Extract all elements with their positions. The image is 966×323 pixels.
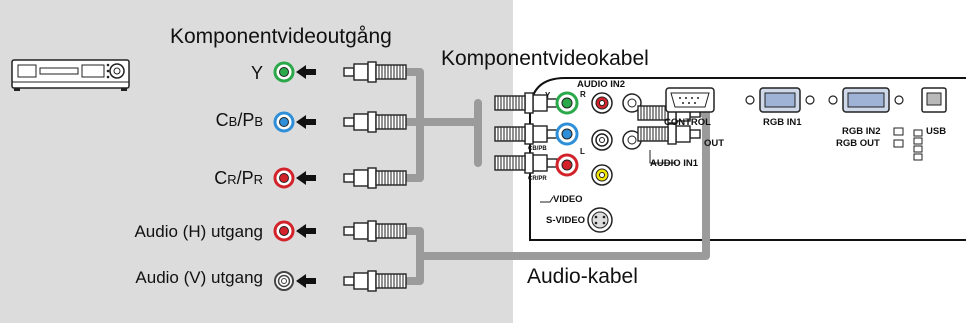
component-cable-label: Komponentvideokabel	[441, 47, 649, 70]
rgb-in2-label: RGB IN2	[842, 126, 881, 137]
s-video-label: S-VIDEO	[546, 215, 586, 226]
dvd-player-icon	[11, 59, 130, 91]
audio-in1-label: AUDIO IN1	[650, 158, 699, 169]
projector-component-plugs	[494, 92, 558, 174]
output-cb-pb-label: CB/PB	[215, 110, 263, 130]
component-cable-line	[402, 68, 482, 182]
projector-component-jacks	[555, 91, 579, 177]
usb-port	[913, 87, 947, 161]
rgb-in2-port	[828, 87, 904, 148]
audio-in2-label: AUDIO IN2	[577, 79, 626, 90]
jack-cr-pr-label: CR/PR	[528, 176, 547, 182]
output-cr-pr-label: CR/PR	[214, 168, 263, 188]
audio-h-output-label: Audio (H) utgang	[134, 222, 263, 241]
jack-cb-pb-label: CB/PB	[528, 146, 547, 152]
audio-v-output-label: Audio (V) utgang	[135, 268, 263, 287]
usb-label: USB	[926, 126, 947, 137]
audio-cable-line	[402, 109, 710, 285]
rgb-in1-label: RGB IN1	[763, 117, 802, 128]
source-connectors	[273, 61, 407, 292]
output-y-label: Y	[250, 63, 263, 83]
component-video-output-title: Komponentvideoutgång	[170, 25, 392, 48]
source-panel	[0, 0, 513, 323]
rgb-out-label: RGB OUT	[836, 138, 880, 149]
control-label: CONTROL	[664, 117, 711, 128]
projector-audio-jacks	[540, 92, 701, 233]
audio-r-label: R	[580, 90, 586, 99]
audio-l-label: L	[580, 147, 585, 156]
video-label: VIDEO	[553, 194, 583, 205]
control-port	[665, 87, 715, 113]
jack-y-label: Y	[545, 91, 551, 100]
audio-out-label: OUT	[704, 138, 725, 149]
audio-cable-label: Audio-kabel	[527, 265, 638, 288]
rgb-in1-port	[745, 87, 815, 113]
